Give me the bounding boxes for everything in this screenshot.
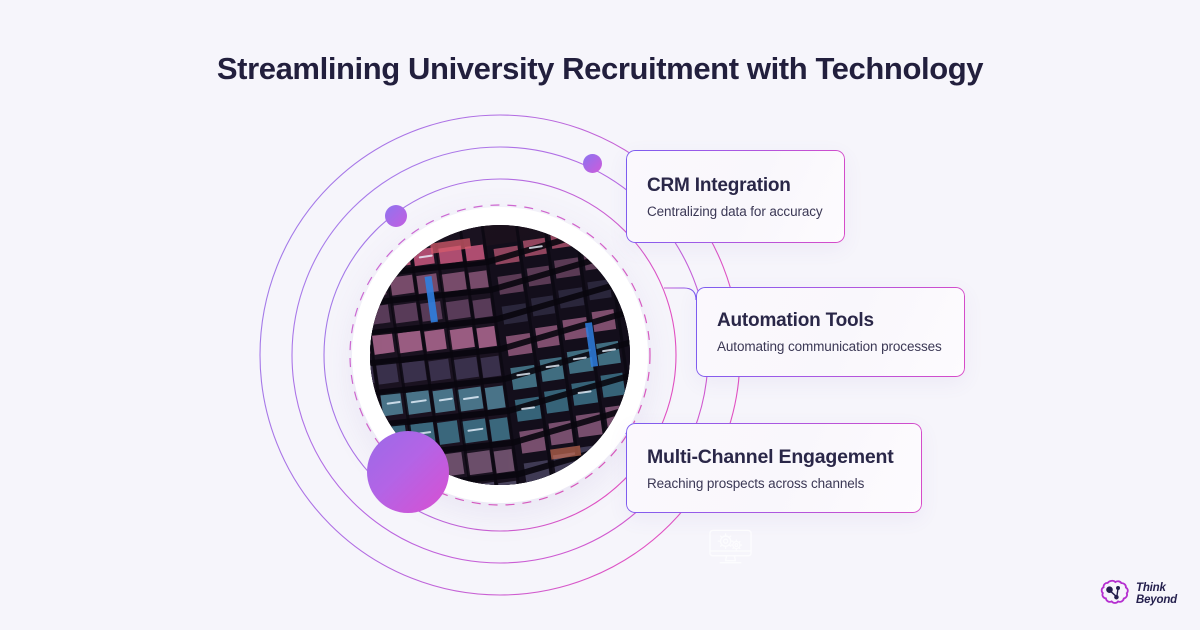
orbit-dot-small [583,154,602,173]
orbit-ring-2 [323,178,677,532]
card-title: Automation Tools [717,310,874,331]
orbit-dot-medium [385,205,407,227]
card-subtitle: Centralizing data for accuracy [647,203,823,219]
monitor-gears-icon [709,529,752,564]
card-title: Multi-Channel Engagement [647,445,894,468]
card-subtitle: Automating communication processes [717,339,942,354]
brand-logo[interactable]: Think Beyond [1098,576,1186,612]
orbit-dot-large [367,431,449,513]
logo-line-2: Beyond [1136,594,1177,606]
connector-line-automation [664,287,697,301]
info-card-multi-channel-engagement[interactable]: Multi-Channel Engagement Reaching prospe… [626,423,922,513]
cloud-network-icon [1100,579,1129,604]
info-card-crm-integration[interactable]: CRM Integration Centralizing data for ac… [626,150,845,243]
logo-wordmark: Think Beyond [1136,582,1177,607]
card-subtitle: Reaching prospects across channels [647,475,865,491]
card-title: CRM Integration [647,174,791,196]
info-card-automation-tools[interactable]: Automation Tools Automating communicatio… [696,287,965,377]
orbit-ring-dashed [349,204,651,506]
logo-line-1: Think [1136,581,1166,594]
page-title: Streamlining University Recruitment with… [216,51,984,86]
